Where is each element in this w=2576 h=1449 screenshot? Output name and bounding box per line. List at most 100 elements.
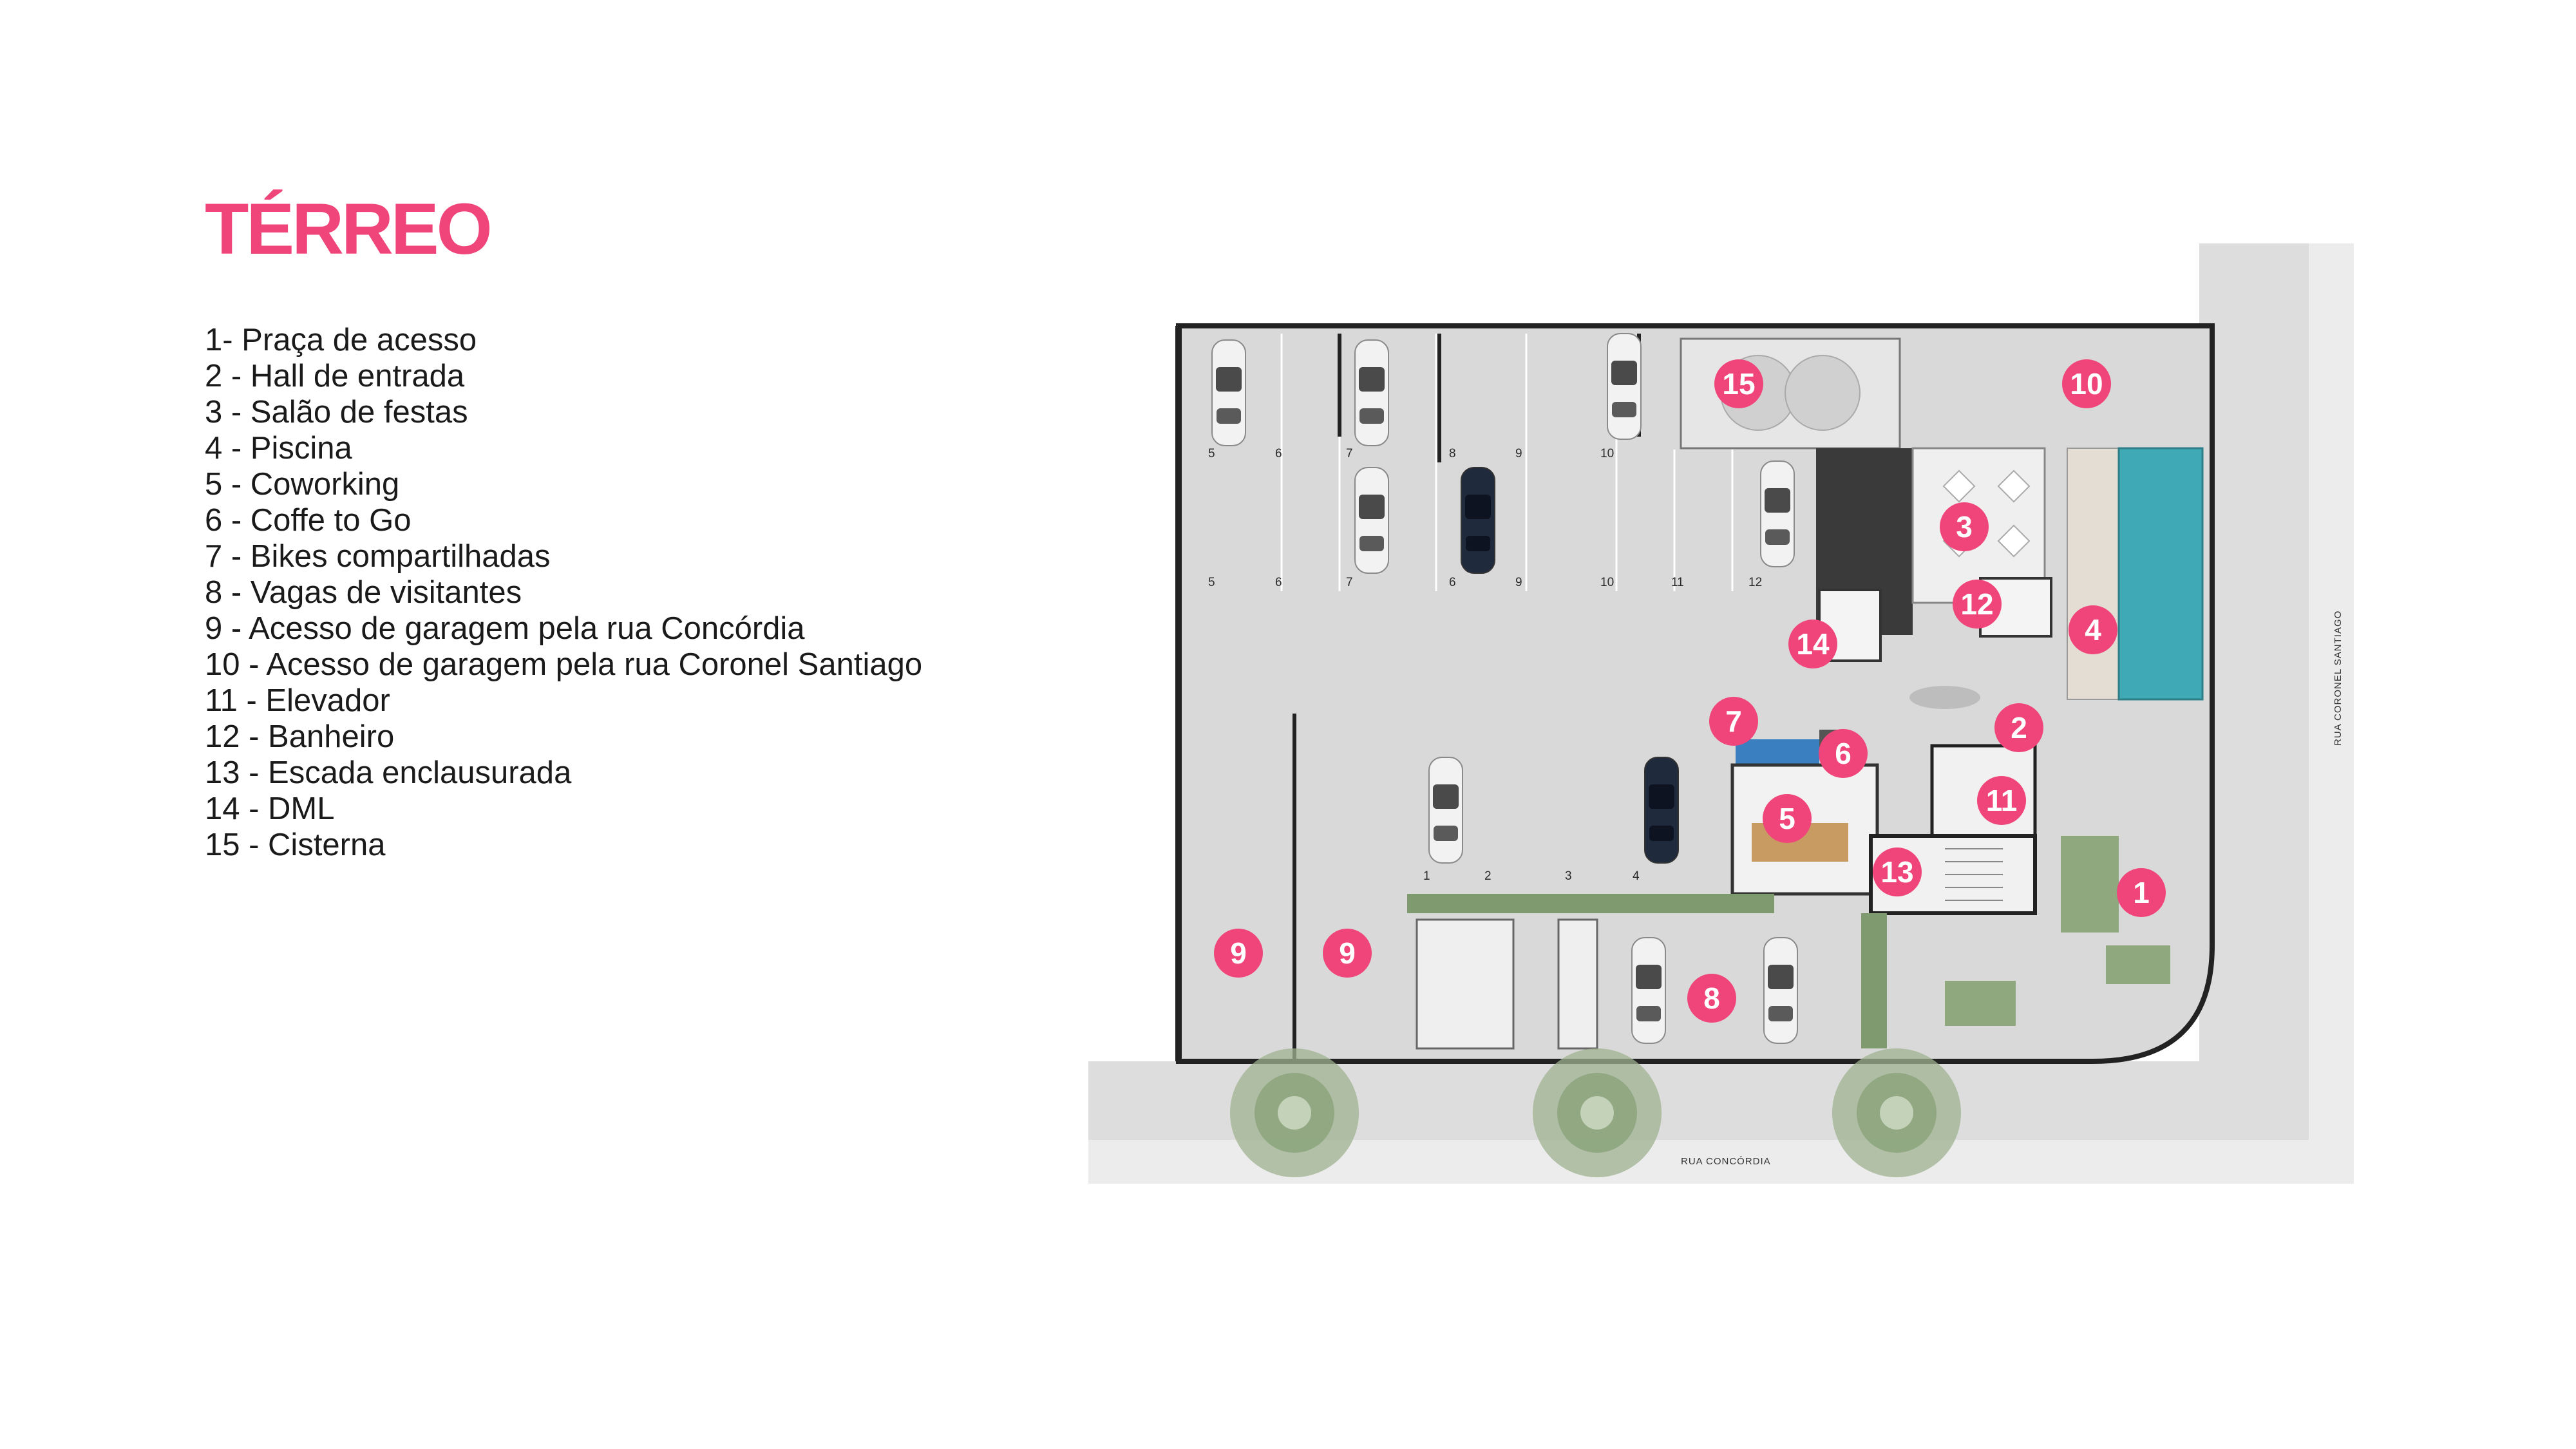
legend-item: 3 - Salão de festas: [205, 395, 468, 430]
parked-car: [1354, 339, 1389, 446]
space-numbers-second: 5 6 7 6 9 10 11 12: [1208, 576, 1762, 589]
legend-item: 7 - Bikes compartilhadas: [205, 539, 551, 574]
marker-13: 13: [1873, 848, 1922, 896]
tree-icon: [1832, 1048, 1961, 1177]
marker-9: 9: [1214, 929, 1263, 978]
svg-text:4: 4: [2085, 613, 2101, 647]
svg-text:10: 10: [2070, 367, 2103, 401]
legend-item: 8 - Vagas de visitantes: [205, 575, 522, 610]
space-numbers-top: 5 6 7 8 9 10: [1208, 447, 1614, 460]
tree-icon: [1533, 1048, 1662, 1177]
marker-4: 4: [2069, 605, 2117, 654]
legend-item: 9 - Acesso de garagem pela rua Concórdia: [205, 611, 805, 646]
svg-text:7: 7: [1725, 705, 1742, 738]
space-number: 9: [1515, 576, 1522, 589]
tree-icon: [1230, 1048, 1359, 1177]
marker-11: 11: [1977, 776, 2026, 825]
space-number: 4: [1633, 869, 1640, 883]
marker-5: 5: [1763, 794, 1812, 843]
space-number: 8: [1449, 447, 1456, 460]
svg-text:9: 9: [1230, 936, 1247, 970]
stair-steps: [1945, 848, 2003, 901]
street-right: [2309, 243, 2354, 1184]
svg-text:13: 13: [1880, 855, 1913, 889]
parked-car: [1354, 467, 1389, 574]
space-numbers-lower: 1 2 3 4: [1423, 869, 1640, 883]
floor-plan: 5 6 7 8 9 10 5 6 7 6 9 10 11 12 1 2 3 4: [1088, 243, 2354, 1184]
marker-9: 9: [1323, 929, 1372, 978]
legend-item: 14 - DML: [205, 791, 335, 826]
svg-text:14: 14: [1796, 627, 1830, 661]
svg-text:9: 9: [1339, 936, 1356, 970]
marker-10: 10: [2062, 359, 2111, 408]
svg-text:8: 8: [1703, 981, 1720, 1015]
parked-car: [1763, 937, 1798, 1044]
space-number: 9: [1515, 447, 1522, 460]
street-label-bottom: RUA CONCÓRDIA: [1681, 1156, 1771, 1167]
parked-car: [1428, 757, 1463, 864]
pool: [2117, 447, 2204, 701]
space-number: 6: [1275, 576, 1282, 589]
garden-strip: [1861, 913, 1887, 1048]
ramp-block: [1416, 918, 1515, 1050]
parked-car: [1607, 333, 1642, 440]
legend-item: 11 - Elevador: [205, 683, 390, 718]
marker-6: 6: [1819, 729, 1868, 778]
ramp-block: [1557, 918, 1598, 1050]
space-number: 11: [1671, 576, 1684, 589]
space-number: 7: [1346, 447, 1353, 460]
svg-text:2: 2: [2011, 711, 2027, 744]
parked-car: [1631, 937, 1666, 1044]
page-title: TÉRREO: [205, 189, 493, 269]
parked-car: [1760, 460, 1795, 567]
svg-text:6: 6: [1835, 737, 1852, 770]
space-number: 6: [1275, 447, 1282, 460]
parked-car-dark: [1461, 467, 1495, 574]
marker-1: 1: [2117, 868, 2166, 917]
marker-3: 3: [1940, 502, 1989, 551]
marker-12: 12: [1953, 580, 2002, 629]
garden-patch: [1945, 981, 2016, 1026]
parked-car-dark: [1644, 757, 1679, 864]
cisterna-tank: [1785, 355, 1861, 431]
bike-rack: [1736, 739, 1819, 765]
svg-text:5: 5: [1779, 802, 1795, 835]
garden-strip: [2061, 836, 2119, 933]
legend-item: 2 - Hall de entrada: [205, 359, 465, 393]
street-label-right: RUA CORONEL SANTIAGO: [2333, 611, 2344, 746]
legend-item: 13 - Escada enclausurada: [205, 755, 572, 790]
svg-text:11: 11: [1986, 784, 2018, 817]
legend-item: 12 - Banheiro: [205, 719, 395, 754]
space-number: 10: [1600, 576, 1614, 589]
legend-item: 4 - Piscina: [205, 431, 352, 466]
hall-feature: [1909, 686, 1980, 709]
legend-item: 1- Praça de acesso: [205, 323, 477, 357]
space-number: 10: [1600, 447, 1614, 460]
space-number: 12: [1748, 576, 1762, 589]
space-number: 5: [1208, 447, 1215, 460]
space-number: 6: [1449, 576, 1456, 589]
svg-text:1: 1: [2133, 876, 2150, 909]
legend-item: 15 - Cisterna: [205, 828, 386, 862]
garden-strip: [1407, 894, 1774, 913]
space-number: 7: [1346, 576, 1353, 589]
legend-item: 6 - Coffe to Go: [205, 503, 412, 538]
legend-list: 1- Praça de acesso 2 - Hall de entrada 3…: [205, 322, 922, 863]
legend-item: 5 - Coworking: [205, 467, 400, 502]
space-number: 1: [1423, 869, 1430, 883]
space-number: 3: [1565, 869, 1572, 883]
marker-2: 2: [1994, 703, 2043, 752]
marker-14: 14: [1788, 620, 1837, 668]
space-number: 2: [1484, 869, 1492, 883]
marker-8: 8: [1687, 974, 1736, 1023]
svg-text:15: 15: [1722, 367, 1755, 401]
marker-7: 7: [1709, 697, 1758, 746]
pool-deck: [2067, 448, 2119, 700]
garden-patch: [2106, 945, 2170, 984]
svg-text:12: 12: [1960, 587, 1993, 621]
legend-item: 10 - Acesso de garagem pela rua Coronel …: [205, 647, 923, 682]
svg-text:3: 3: [1956, 510, 1973, 544]
marker-15: 15: [1714, 359, 1763, 408]
parked-car: [1211, 339, 1246, 446]
space-number: 5: [1208, 576, 1215, 589]
